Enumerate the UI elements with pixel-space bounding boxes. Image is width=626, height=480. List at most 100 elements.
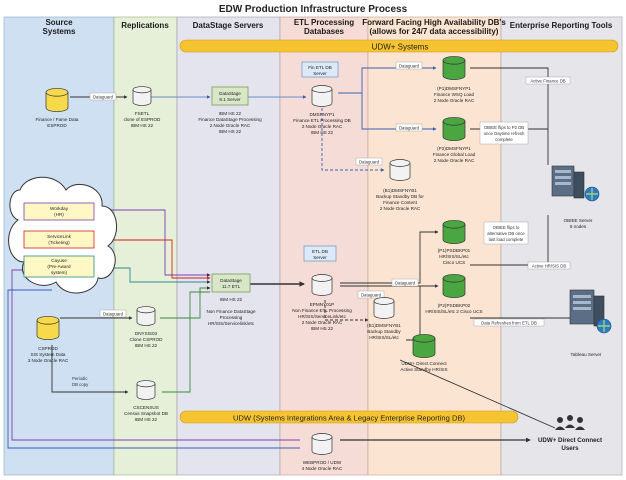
servicelink-label: ServiceLink — [47, 234, 71, 239]
db-cylinder-cap — [412, 334, 436, 343]
etl-db-server-box: ETL DB Server — [303, 245, 337, 262]
line-loop-purple — [11, 269, 300, 441]
csprod-line1: CSPROD — [38, 346, 58, 351]
db-cylinder-cap — [442, 117, 466, 126]
b1-dmsfny-line2: Backup Standby DB for — [376, 194, 424, 199]
fsetl-db-icon — [132, 86, 152, 106]
b1-dmsfny-line3: Finance Content — [383, 200, 417, 205]
direct-connect-line2: Users — [561, 445, 579, 452]
header-etl-line1: ETL Processing — [294, 18, 354, 27]
etl-server-line2: Server — [313, 255, 327, 260]
header-reporting: Enterprise Reporting Tools — [510, 21, 613, 30]
workday-sub: (HR) — [54, 212, 64, 217]
column-ha-bg — [367, 16, 502, 476]
obiee-server-line2: 6 nodes — [570, 224, 587, 229]
finance-db-icon — [45, 88, 69, 112]
column-reporting-bg — [500, 16, 623, 476]
dataguard-tag-7-label: Dataguard — [395, 280, 416, 285]
dataguard-tag-2: Dataguard — [395, 61, 423, 70]
header-ha-line2: (allows for 24/7 data accessibility) — [370, 27, 499, 36]
b1-epm-line3: HR/SIS/SL/etc — [369, 335, 399, 340]
fsetl-line3: IBM HS 22 — [131, 123, 154, 128]
cayuse-label: Cayuse — [51, 258, 67, 263]
p1-psdb-line1: (P1)PSDBKP01 — [438, 248, 471, 253]
ds81-text-4: IBM HS 22 — [219, 129, 242, 134]
column-headers: Source Systems Replications DataStage Se… — [43, 18, 613, 36]
db-cylinder-cap — [311, 85, 333, 93]
p1-psdb-line3: Cisco UCS — [443, 260, 465, 265]
ds81-box-line1: DataStage — [219, 91, 241, 96]
fsetl-line1: FSETL — [135, 111, 150, 116]
dataguard-tag-3-label: Dataguard — [399, 125, 420, 130]
dmsfny-db-icon — [311, 85, 333, 107]
db-cylinder-body — [442, 278, 466, 298]
db-cylinder-cap — [389, 159, 411, 167]
dnysis-db-icon — [136, 306, 156, 326]
dataguard-tag-3: Dataguard — [395, 123, 423, 132]
dataguard-tag-2-label: Dataguard — [399, 63, 420, 68]
obiee-note-2: OBIEE flips to alternative DB once last … — [483, 221, 529, 245]
db-cylinder-body — [442, 60, 466, 80]
p2-dmsfny-db-icon — [442, 117, 466, 141]
db-cylinder-cap — [442, 274, 466, 283]
datastage-117-box: DataStage 11.7 ETL — [211, 273, 251, 293]
db-cylinder-cap — [136, 306, 156, 314]
ds117-text-3: Processing — [220, 315, 243, 320]
db-cylinder-cap — [45, 88, 69, 97]
webprod-line1: WEBPROD / UDW — [303, 460, 342, 465]
line-dmsfny-b1 — [321, 108, 385, 172]
periodic-label-1: Periodic — [72, 376, 88, 381]
p2-dmsfny-line1: (P2)DMSFNYP1 — [437, 146, 471, 151]
active-fin-label: Active Finance DB — [530, 78, 565, 83]
obiee-note-1: OBIEE flips to P2 DB once Daytime refres… — [479, 121, 529, 145]
line-epm-b1 — [324, 300, 369, 322]
udw-dc-db-icon — [412, 334, 436, 358]
db-cylinder-body — [311, 437, 333, 455]
db-cylinder-body — [45, 92, 69, 112]
finance-db-line1: Finance / Fame Data — [36, 117, 79, 122]
b1-epm-db-icon — [373, 297, 395, 319]
header-ha-line1: Forward Facing High Availability DB's — [362, 18, 506, 27]
b1-dmsfny-db-icon — [389, 159, 411, 181]
udw-dc-line1: UDW+ Direct Connect — [401, 361, 447, 366]
db-cylinder-body — [389, 163, 411, 181]
etl-server-line1: ETL DB — [312, 249, 328, 254]
line-p1-obiee — [470, 67, 549, 165]
ds81-box-line2: 8.1 Server — [219, 97, 241, 102]
p1-dmsfny-line3: 2 Node Oracle RAC — [434, 98, 475, 103]
db-cylinder-body — [373, 301, 395, 319]
b1-dmsfny-line1: (B1)DMSFNYB1 — [383, 188, 417, 193]
dmsfny-line3: 2 Node Oracle RAC — [302, 124, 343, 129]
dmsfny-line1: DMSFNYP1 — [309, 112, 334, 117]
csprod-line3: 3 Node Oracle RAC — [28, 358, 69, 363]
webprod-line2: 4 Node Oracle RAC — [302, 466, 343, 471]
servicelink-box: ServiceLink (Ticketing) — [23, 230, 95, 249]
p2-dmsfny-line2: Finance Global Load — [433, 152, 476, 157]
cscensus-line2: Census Snapshot DB — [124, 411, 168, 416]
db-cylinder-body — [412, 338, 436, 358]
ds81-text-3: 2 Node Oracle RAC — [210, 123, 251, 128]
obiee-note-2-line3: last load complete — [489, 237, 524, 242]
line-workday-out — [92, 209, 211, 277]
ds117-text-1: IBM HS 22 — [220, 297, 243, 302]
cscensus-line1: CSCENSUS — [133, 405, 159, 410]
epm-db-icon — [311, 274, 333, 296]
db-cylinder-cap — [373, 297, 395, 305]
obiee-server-line1: OBIEE Server — [564, 218, 593, 223]
line-cscensus-ds117 — [162, 291, 210, 393]
p1-psdb-db-icon — [442, 220, 466, 244]
obiee-note-2-line1: OBIEE flips to — [493, 225, 520, 230]
obiee-note-1-line1: OBIEE flips to P2 DB — [484, 125, 524, 130]
dataguard-tag-6-label: Dataguard — [361, 292, 382, 297]
tableau-label: Tableau Server — [571, 352, 602, 357]
p2-psdb-line1: (P2)PSDBKP02 — [438, 303, 471, 308]
db-cylinder-body — [442, 121, 466, 141]
db-cylinder-cap — [132, 86, 152, 94]
tableau-server-icon — [569, 289, 612, 334]
datastage-81-box: DataStage 8.1 Server — [211, 86, 249, 106]
db-cylinder-cap — [311, 274, 333, 282]
header-source-line2: Systems — [43, 27, 76, 36]
cayuse-sub2: system) — [51, 270, 68, 275]
fsetl-line2: clone of ESPROD — [124, 117, 161, 122]
